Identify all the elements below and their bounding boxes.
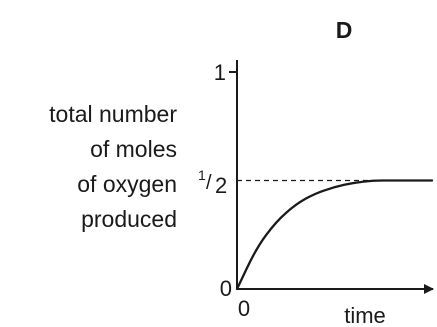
y-tick-label-zero: 0 — [220, 276, 232, 301]
y-tick-label-half-numerator: 1 — [198, 167, 206, 183]
x-tick-label-zero: 0 — [238, 296, 250, 321]
y-axis-label-line-4: produced — [81, 206, 177, 232]
series-line — [235, 179, 434, 291]
y-axis-label-line-3: of oxygen — [77, 171, 177, 197]
y-axis-label-line-1: total number — [49, 101, 177, 127]
chart-title: D — [336, 17, 353, 43]
y-tick-label-one: 1 — [214, 60, 226, 85]
x-axis-label: time — [344, 303, 386, 327]
y-axis-label-line-2: of moles — [90, 136, 177, 162]
y-tick-label-half-denominator: 2 — [215, 173, 227, 198]
y-tick-label-half-slash: / — [206, 172, 212, 194]
